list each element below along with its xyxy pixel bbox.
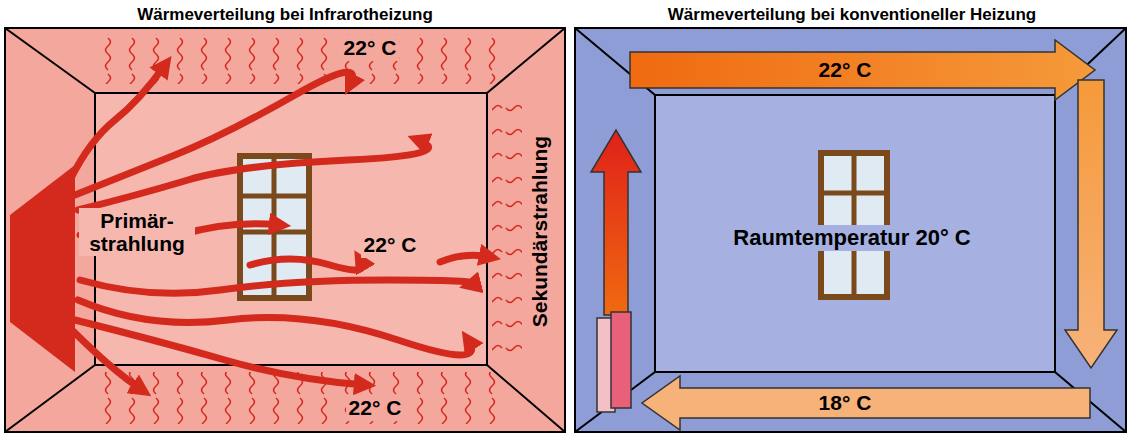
- temperature-label: 18° C: [819, 391, 872, 414]
- temperature-label: 22° C: [341, 35, 400, 60]
- radiation-label: Sekundärstrahlung: [527, 133, 552, 330]
- panel-title: Wärmeverteilung bei Infrarotheizung: [137, 6, 433, 25]
- room-temperature: Raumtemperatur 20° C: [730, 225, 973, 251]
- temperature-label: 22° C: [346, 395, 405, 420]
- temperature-label: 22° C: [361, 232, 420, 257]
- panel-title: Wärmeverteilung bei konventioneller Heiz…: [668, 6, 1036, 25]
- temperature-label: 22° C: [819, 58, 872, 81]
- radiation-label: Primär- strahlung: [79, 208, 195, 256]
